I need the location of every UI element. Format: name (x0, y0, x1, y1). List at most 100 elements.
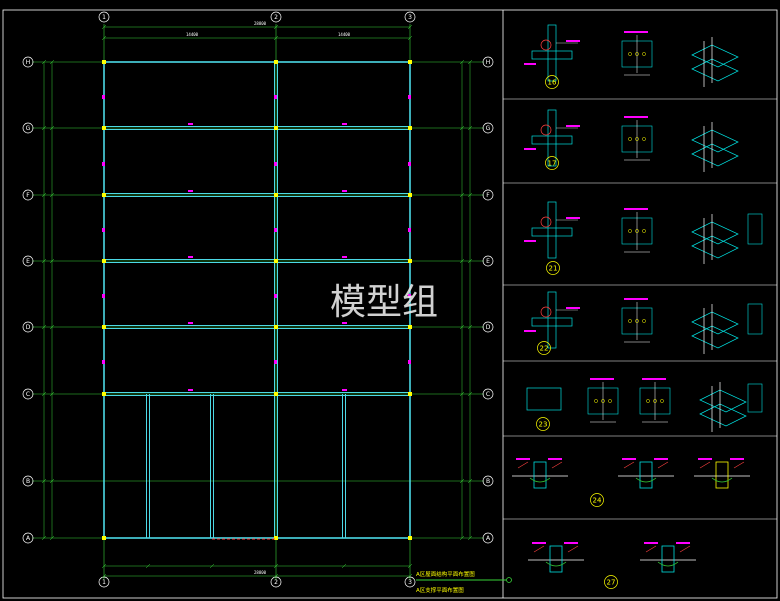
dim-tick (467, 258, 473, 264)
axis-bubble (404, 576, 416, 588)
note-text (566, 307, 580, 309)
detail-number: 16 (548, 79, 557, 87)
detail-bubble (546, 261, 560, 275)
beam-tag (188, 322, 193, 324)
bolt (642, 137, 646, 141)
column-section (547, 201, 557, 259)
column-node (274, 126, 278, 130)
dim-tick (407, 563, 413, 569)
note-text (624, 298, 648, 300)
axis-bubble (482, 56, 494, 68)
dim-tick (49, 125, 55, 131)
dim-tick (459, 391, 465, 397)
detail-number: 27 (607, 579, 616, 587)
axis-label: C (26, 391, 30, 398)
isometric-web (703, 214, 713, 264)
beam-tag (408, 95, 411, 99)
weld-symbol (699, 461, 745, 469)
axis-label: A (486, 535, 491, 542)
axis-label: B (486, 478, 490, 485)
detail-number: 23 (539, 421, 548, 429)
isometric-web (711, 382, 721, 432)
axis-label: 2 (274, 14, 278, 21)
axis-label: C (486, 391, 490, 398)
beam-tag (408, 360, 411, 364)
dim-tick (273, 573, 279, 579)
detail-number: 17 (548, 160, 557, 168)
axis-bubble (22, 255, 34, 267)
note-text (654, 458, 668, 460)
column-node (408, 392, 412, 396)
beam-layout (103, 61, 411, 539)
beam-tag (102, 294, 105, 298)
weld-symbol (533, 545, 579, 553)
bolt (628, 137, 632, 141)
isometric-flange (691, 311, 739, 335)
note-text (622, 458, 636, 460)
axis-label: G (486, 125, 491, 132)
dim-tick (41, 192, 47, 198)
beam-tag (188, 123, 193, 125)
note-text (566, 217, 580, 219)
plan-title-1: A区屋面结构平面布置图 (416, 570, 475, 578)
note-text (516, 458, 530, 460)
dim-tick (49, 324, 55, 330)
dim-tick (49, 391, 55, 397)
weld-bead (635, 477, 657, 483)
side-view (747, 303, 763, 335)
dim-tick (41, 125, 47, 131)
column-section (547, 109, 557, 167)
axis-bubble (22, 475, 34, 487)
bolt (594, 399, 598, 403)
axis-bubble (482, 321, 494, 333)
beam-tag (274, 360, 277, 364)
column-node (408, 259, 412, 263)
note-text (642, 378, 666, 380)
dim-tick (459, 59, 465, 65)
beam-labels (102, 60, 412, 540)
axis-label: 1 (102, 579, 106, 586)
purlin-section (533, 461, 547, 489)
bolt (635, 52, 639, 56)
detail-separators (503, 98, 777, 520)
beam-tag (274, 95, 277, 99)
beam-tag (342, 190, 347, 192)
axis-bubble (482, 388, 494, 400)
dim-top-bay1: 14400 (186, 32, 199, 37)
note-text (532, 542, 546, 544)
dim-tick (101, 563, 107, 569)
axis-bubble (98, 576, 110, 588)
watermark-text: 模型组 (330, 282, 438, 323)
dim-tick (101, 24, 107, 30)
weld-symbol (623, 461, 669, 469)
beam-tag (274, 228, 277, 232)
axis-label: D (26, 324, 31, 331)
column-node (102, 60, 106, 64)
dim-tick (459, 258, 465, 264)
isometric-web (703, 304, 713, 354)
axis-label: 1 (102, 14, 106, 21)
column-section (547, 291, 557, 349)
axis-label: 2 (274, 579, 278, 586)
isometric-web (703, 37, 713, 87)
bolt (628, 52, 632, 56)
axis-label: G (26, 125, 31, 132)
isometric-web (703, 122, 713, 172)
detail-bubble (604, 575, 618, 589)
column-node (102, 392, 106, 396)
detail-number: 22 (540, 345, 549, 353)
beam-tag (102, 162, 105, 166)
detail-number: 21 (549, 265, 558, 273)
bolt (635, 229, 639, 233)
joint-detail (526, 387, 562, 411)
note-text (624, 31, 648, 33)
note-text (624, 116, 648, 118)
dim-tick (467, 324, 473, 330)
weld-bead (711, 477, 733, 483)
beam-tag (408, 294, 411, 298)
dim-tick (209, 563, 215, 569)
dim-tick (101, 573, 107, 579)
isometric-flange (691, 221, 739, 245)
beam-tag (188, 389, 193, 391)
outer-beam-frame (103, 61, 411, 539)
